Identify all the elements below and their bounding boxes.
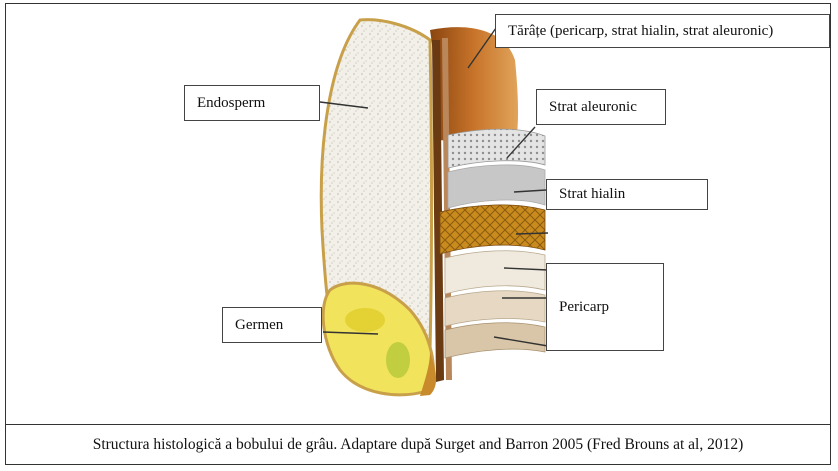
label-tarate-text: Tărâțe (pericarp, strat hialin, strat al… [508,23,773,40]
label-strat-aleuronic: Strat aleuronic [536,89,666,125]
label-strat-hialin: Strat hialin [546,179,708,210]
label-germen-text: Germen [235,317,283,334]
hyaline-band [448,165,545,208]
label-pericarp: Pericarp [546,263,664,351]
label-tarate: Tărâțe (pericarp, strat hialin, strat al… [495,14,830,48]
pericarp-band-1 [445,251,545,294]
pericarp-band-2 [445,291,545,326]
label-endosperm-text: Endosperm [197,95,265,112]
figure-caption: Structura histologică a bobului de grâu.… [6,425,830,464]
label-endosperm: Endosperm [184,85,320,121]
label-strat-hialin-text: Strat hialin [559,186,625,203]
aleurone-band [448,129,545,168]
label-strat-aleuronic-text: Strat aleuronic [549,99,637,116]
cross-layer-band [440,205,545,254]
label-germen: Germen [222,307,322,343]
connector-band [516,233,548,234]
label-pericarp-text: Pericarp [559,299,609,316]
pericarp-band-3 [445,323,545,358]
caption-box: Structura histologică a bobului de grâu.… [6,424,830,464]
